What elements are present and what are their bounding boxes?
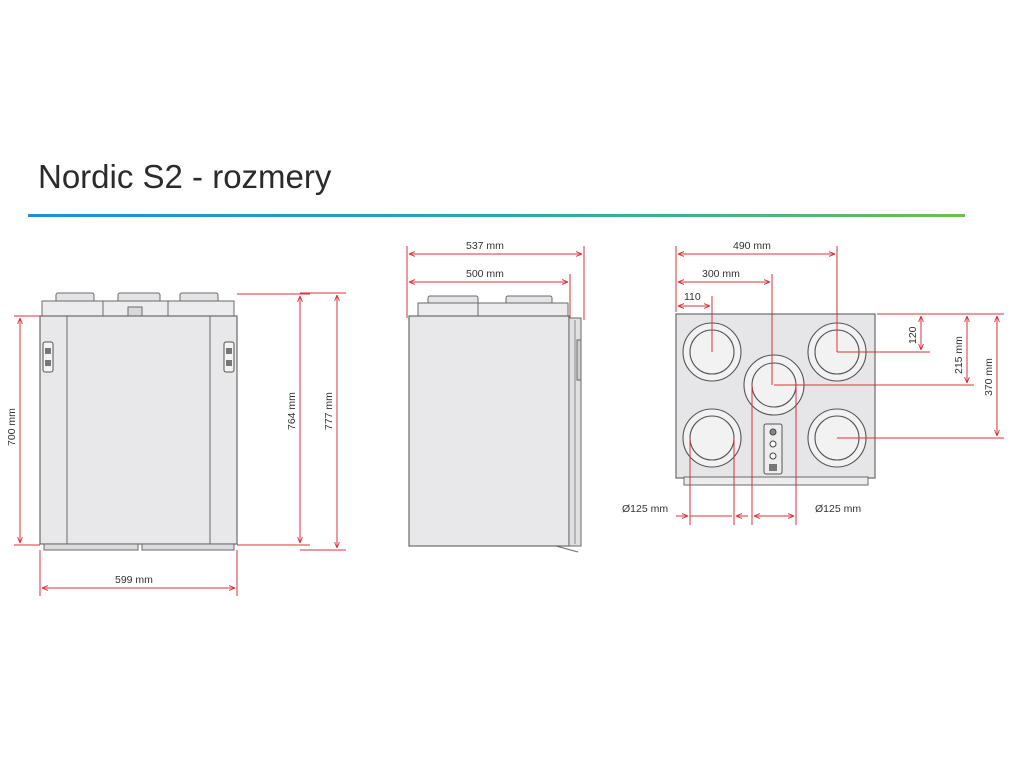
front-dimensions [14, 292, 346, 596]
side-dimensions [406, 246, 585, 320]
top-x-outer-label: 490 mm [733, 240, 771, 252]
front-width-label: 599 mm [115, 574, 153, 586]
top-y-center-label: 215 mm [953, 336, 965, 374]
top-diameter-right-label: Ø125 mm [815, 503, 861, 515]
side-view [408, 295, 582, 553]
top-view [675, 313, 876, 486]
title-underline [28, 214, 965, 217]
top-y-lower-label: 370 mm [983, 358, 995, 396]
front-view [39, 292, 238, 551]
top-dimensions [675, 246, 1004, 525]
page-title: Nordic S2 - rozmery [38, 158, 332, 195]
side-depth-body-label: 500 mm [466, 268, 504, 280]
top-x-first-label: 110 [684, 291, 701, 303]
front-height-mid-label: 764 mm [286, 392, 298, 430]
front-height-total-label: 777 mm [323, 392, 335, 430]
top-x-center-label: 300 mm [702, 268, 740, 280]
front-height-inner-label: 700 mm [6, 408, 18, 446]
top-diameter-left-label: Ø125 mm [622, 503, 668, 515]
side-depth-total-label: 537 mm [466, 240, 504, 252]
top-y-first-label: 120 [907, 326, 919, 344]
